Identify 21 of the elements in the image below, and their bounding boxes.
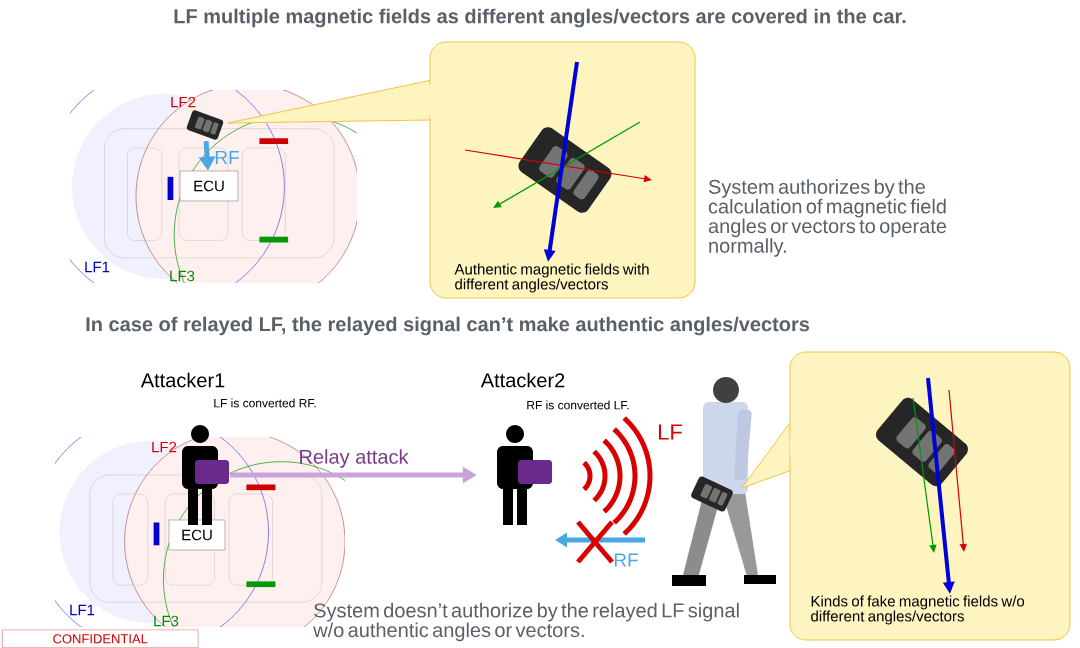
note-text: LF is converted RF. — [214, 398, 316, 408]
section-heading: In case of relayed LF, the relayed signal can’t make authentic angles/vectors — [86, 316, 810, 336]
confidential-stamp: CONFIDENTIAL — [2, 629, 199, 648]
signal-label: LF — [658, 424, 682, 440]
edge-label: Relay attack — [300, 449, 409, 468]
ecu-box: ECU — [168, 519, 226, 551]
description-text: System doesn’t authorize by the relayed LF signal w/o authentic angles or vectors. — [313, 602, 739, 642]
zone-label: LF3 — [170, 270, 195, 282]
zone-label: LF3 — [154, 615, 179, 627]
title: LF multiple magnetic fields as different angles/vectors are covered in the car. — [174, 8, 906, 28]
node-label: Attacker1 — [140, 372, 225, 388]
zone-label: LF1 — [85, 261, 110, 273]
zone-label: LF2 — [171, 96, 196, 108]
key-fob-icon — [186, 110, 224, 140]
callout-bubble: Kinds of fake magnetic fields w/o different angles/vectors — [741, 351, 1071, 641]
ecu-box: ECU — [179, 170, 239, 202]
signal-label: RF — [614, 553, 638, 567]
node-label: Attacker2 — [480, 372, 565, 388]
zone-label: LF1 — [70, 604, 95, 616]
zone-label: LF2 — [152, 441, 177, 453]
note-text: RF is converted LF. — [527, 400, 629, 410]
